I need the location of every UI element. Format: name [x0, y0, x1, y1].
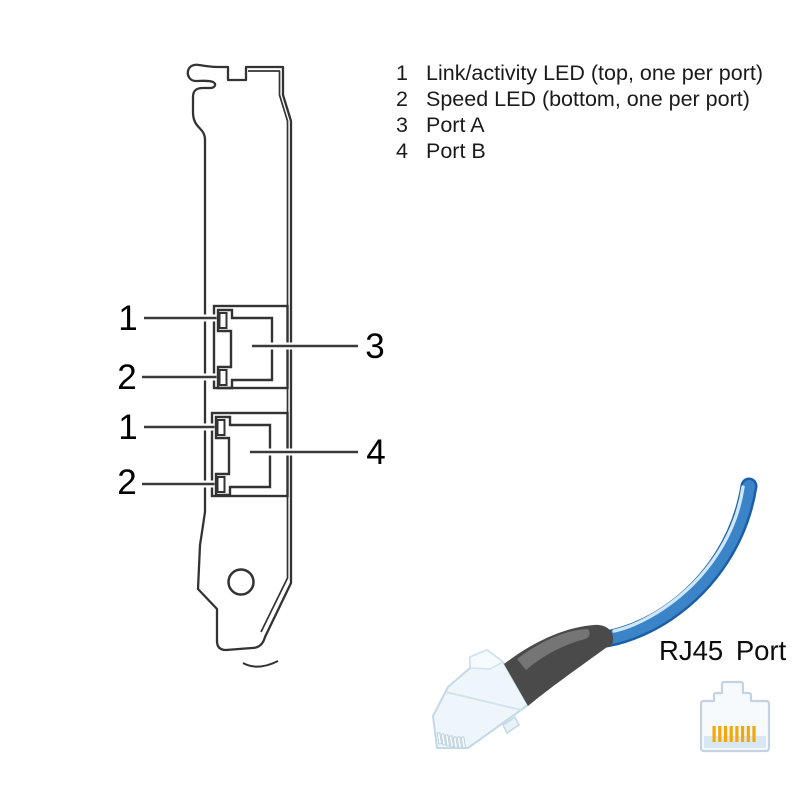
- callout-num-port-b: 4: [366, 433, 385, 472]
- cable-core: [592, 480, 755, 646]
- port-b-link-activity-led: [216, 419, 226, 436]
- plug-clip: [469, 649, 505, 670]
- bracket-fold-line: [248, 70, 289, 633]
- legend-item-label: Link/activity LED (top, one per port): [426, 61, 763, 85]
- legend-item: 4 Port B: [396, 139, 763, 165]
- rj45-icon-body: [699, 680, 771, 753]
- port-a-link-activity-led: [218, 312, 228, 329]
- cable-boot: [504, 624, 614, 706]
- pci-bracket-outline: [186, 63, 293, 668]
- plug-facet-line: [445, 691, 522, 711]
- callout-num-port-a: 3: [365, 327, 384, 366]
- legend-item-number: 2: [396, 86, 408, 111]
- legend-item-number: 1: [396, 61, 408, 85]
- legend-item-label: Port A: [426, 112, 485, 137]
- callout-num-port-a-link-led: 1: [118, 299, 137, 338]
- legend-item: 1 Link/activity LED (top, one per port): [396, 61, 763, 87]
- plug-latch-tab: [502, 715, 520, 735]
- cable-highlight: [612, 485, 745, 633]
- legend: 1 Link/activity LED (top, one per port) …: [396, 61, 763, 165]
- callout-num-port-b-link-led: 1: [118, 408, 137, 447]
- bracket-outer-edge: [186, 63, 293, 652]
- callout-line-casings: [142, 314, 358, 488]
- callout-num-port-a-speed-led: 2: [117, 358, 136, 397]
- legend-item-label: Port B: [426, 138, 486, 163]
- callout-lines: [142, 316, 358, 486]
- callout-num-port-b-speed-led: 2: [117, 463, 136, 502]
- port-a-jack: [216, 308, 274, 390]
- boot-highlight: [517, 629, 590, 670]
- legend-item-number: 3: [396, 112, 408, 137]
- legend-item-label: Speed LED (bottom, one per port): [426, 86, 750, 111]
- plug-contact-comb: [436, 732, 467, 749]
- legend-item: 2 Speed LED (bottom, one per port): [396, 87, 763, 113]
- boot-body: [504, 624, 614, 706]
- port-b-jack: [214, 415, 272, 497]
- callout-numbers: 1 2 1 2 3 4: [117, 299, 385, 502]
- cable-outer: [589, 477, 758, 649]
- rj45-icon-pins: [712, 726, 756, 742]
- bracket-screw-hole: [227, 568, 255, 596]
- rj45-port-icon: [699, 680, 771, 753]
- rj45-port-label: RJ45 Port: [659, 635, 787, 666]
- rj45-plug: [432, 649, 529, 749]
- port-b-speed-led: [216, 476, 226, 493]
- port-a-speed-led: [218, 369, 228, 386]
- bracket-bottom-tick: [242, 660, 279, 668]
- legend-item-number: 4: [396, 138, 408, 163]
- rj45-cable-illustration: [432, 477, 758, 749]
- legend-item: 3 Port A: [396, 113, 763, 139]
